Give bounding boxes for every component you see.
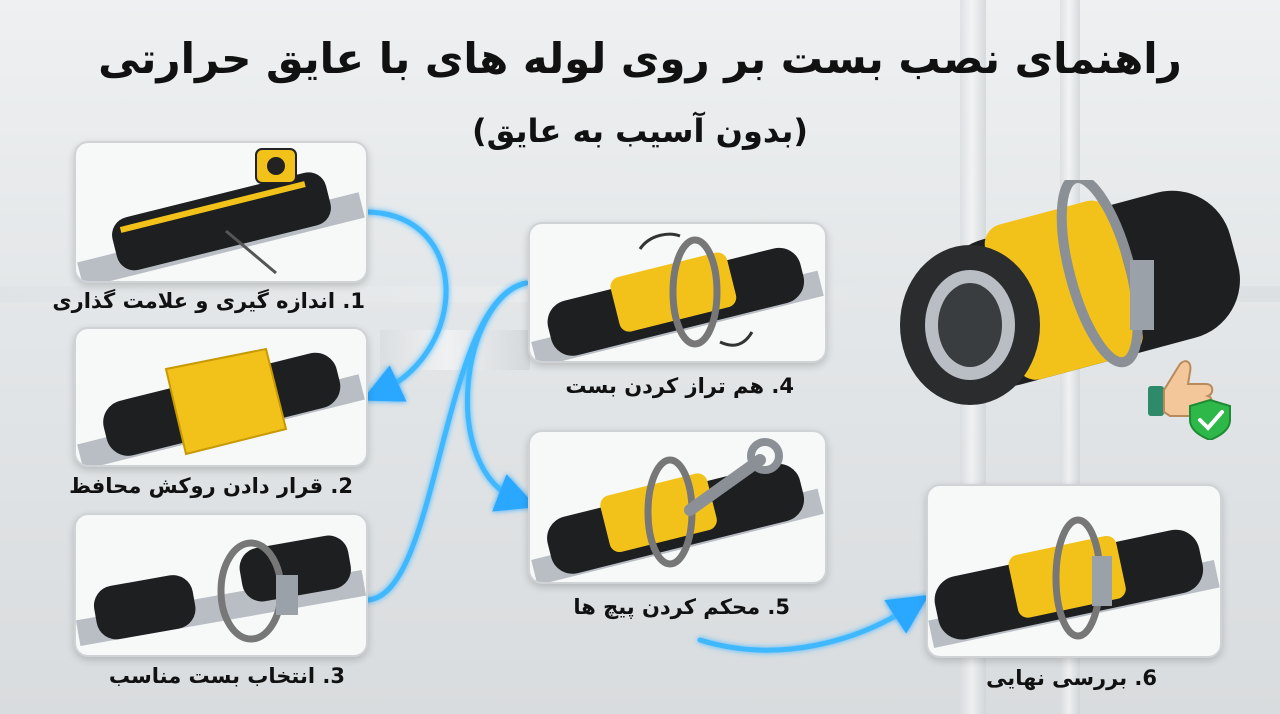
check-shield-icon [1189,398,1231,440]
arrow-step4-to-step5 [465,280,537,512]
step-card-3 [74,513,368,657]
step-card-4 [528,222,827,363]
measuring-tape-icon [77,148,365,281]
step-label-6: 6. بررسی نهایی [986,666,1157,690]
step-label-4: 4. هم تراز کردن بست [565,374,794,398]
finished-clamp-icon [928,516,1220,649]
page-subtitle: (بدون آسیب به عایق) [472,112,808,150]
hero-finished-pipe [900,180,1240,405]
pipe-clamp-icon [76,535,366,646]
page-title: راهنمای نصب بست بر روی لوله های با عایق … [98,34,1182,83]
step-card-2 [74,327,368,467]
step-label-1: 1. اندازه گیری و علامت گذاری [52,289,365,313]
background-pipe [380,330,530,370]
approval-badge [1148,360,1231,440]
step-card-1 [74,141,368,283]
protective-sleeve-icon [77,347,365,465]
step-card-5 [528,430,827,584]
wrench-icon [531,438,824,582]
rotate-arrows-icon [531,232,824,361]
step-label-3: 3. انتخاب بست مناسب [108,664,345,688]
step-card-6 [926,484,1222,658]
step-label-2: 2. قرار دادن روکش محافظ [69,474,353,498]
step-label-5: 5. محکم کردن پیچ ها [573,595,790,619]
